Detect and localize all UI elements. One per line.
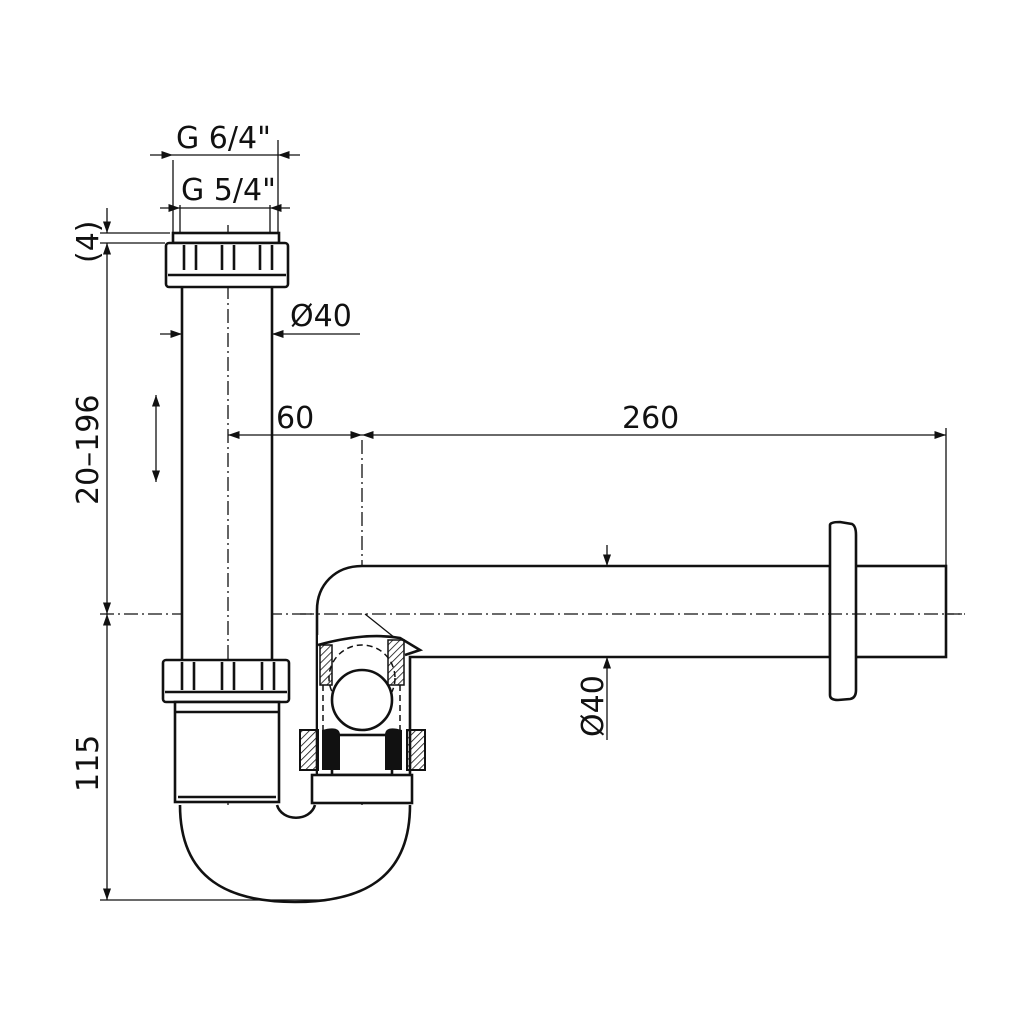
trap-section bbox=[299, 613, 426, 805]
vertical-pipe bbox=[161, 231, 291, 804]
label-pipe-diameter-vertical: Ø40 bbox=[290, 299, 352, 334]
label-thread-inner: G 5/4" bbox=[181, 173, 276, 208]
label-offset: 60 bbox=[276, 401, 314, 436]
horizontal-pipe bbox=[300, 520, 965, 782]
label-pipe-diameter-horizontal: Ø40 bbox=[576, 675, 611, 737]
label-thread-outer: G 6/4" bbox=[176, 121, 271, 156]
label-trap-height: 115 bbox=[71, 735, 106, 792]
label-height-range: 20–196 bbox=[71, 395, 106, 505]
dimension-labels: G 6/4" G 5/4" Ø40 60 260 (4) 20–196 115 … bbox=[71, 121, 679, 792]
u-bend bbox=[178, 804, 412, 904]
dimensions bbox=[100, 140, 947, 901]
label-horizontal-length: 260 bbox=[622, 401, 679, 436]
label-gap: (4) bbox=[71, 221, 106, 264]
